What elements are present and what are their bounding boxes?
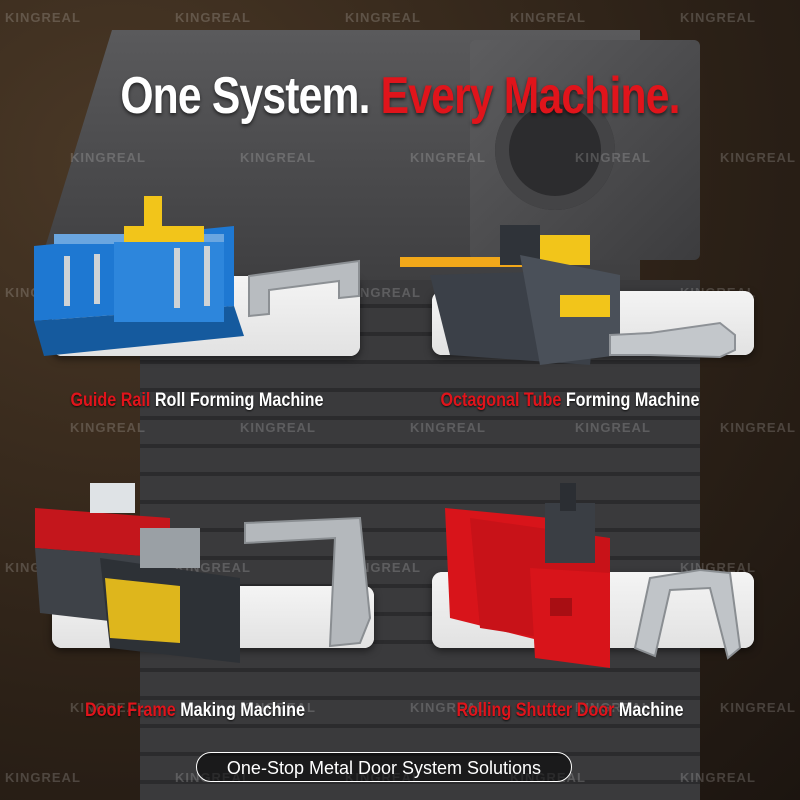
watermark-text: KINGREAL [410,150,486,165]
watermark-text: KINGREAL [720,150,796,165]
watermark-text: KINGREAL [575,150,651,165]
watermark-text: KINGREAL [680,10,756,25]
watermark-text: KINGREAL [240,150,316,165]
caption-octagonal-tube: Octagonal Tube Forming Machine [440,390,700,411]
watermark-text: KINGREAL [345,10,421,25]
watermark-text: KINGREAL [680,770,756,785]
headline: One System. Every Machine. [72,66,728,126]
watermark-text: KINGREAL [70,420,146,435]
octagonal-tube-machine-image [400,225,736,365]
watermark-text: KINGREAL [410,420,486,435]
watermark-text: KINGREAL [240,700,316,715]
watermark-text: KINGREAL [575,700,651,715]
door-frame-machine-image [35,483,372,663]
watermark-text: KINGREAL [240,420,316,435]
shutter-axle-opening [495,90,615,210]
solutions-tagline: One-Stop Metal Door System Solutions [196,752,572,782]
headline-part-white: One System. [120,67,370,125]
watermark-text: KINGREAL [70,150,146,165]
headline-part-red: Every Machine. [380,67,681,125]
watermark-text: KINGREAL [510,10,586,25]
caption-rolling-shutter: Rolling Shutter Door Machine [456,700,684,721]
watermark-text: KINGREAL [410,700,486,715]
caption-guide-rail: Guide Rail Roll Forming Machine [70,390,324,411]
caption-door-frame: Door Frame Making Machine [85,700,305,721]
watermark-text: KINGREAL [70,700,146,715]
watermark-text: KINGREAL [175,10,251,25]
watermark-text: KINGREAL [720,420,796,435]
guide-rail-machine-image [34,196,360,356]
watermark-text: KINGREAL [5,10,81,25]
watermark-text: KINGREAL [345,285,421,300]
watermark-text: KINGREAL [720,700,796,715]
watermark-text: KINGREAL [575,420,651,435]
rolling-shutter-machine-image [445,483,742,668]
watermark-text: KINGREAL [5,770,81,785]
